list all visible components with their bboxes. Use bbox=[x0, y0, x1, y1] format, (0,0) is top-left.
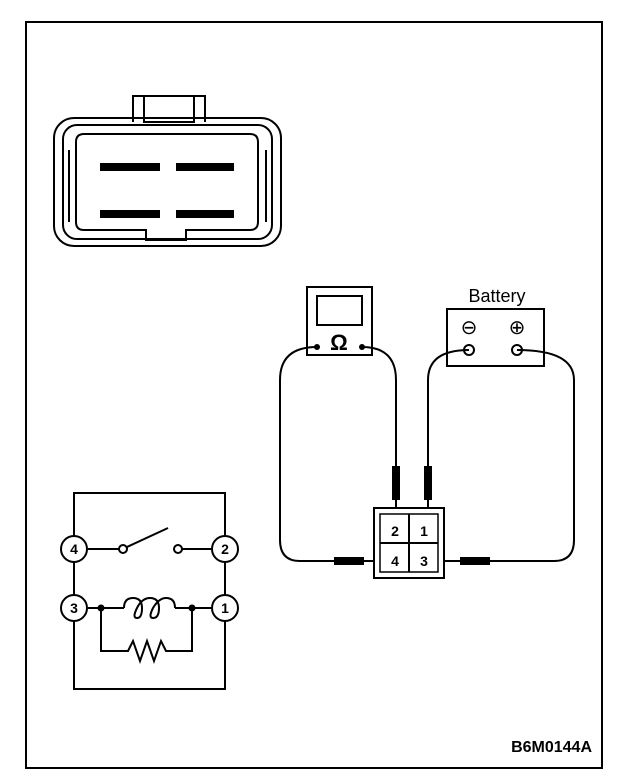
probe-tip bbox=[334, 557, 364, 565]
figure-code: B6M0144A bbox=[511, 739, 592, 756]
schematic-terminal-label: 3 bbox=[70, 600, 78, 616]
schematic-outer-loop bbox=[73, 492, 226, 561]
switch-contact bbox=[118, 544, 128, 554]
schematic-terminal-label: 1 bbox=[221, 600, 229, 616]
test-terminal-label: 2 bbox=[391, 523, 399, 539]
ohmmeter: Ω bbox=[306, 286, 373, 356]
test-terminal-label: 1 bbox=[420, 523, 428, 539]
probe-tips bbox=[334, 466, 490, 565]
connector-terminal bbox=[176, 163, 234, 171]
ohm-symbol: Ω bbox=[330, 330, 348, 355]
schematic-terminal bbox=[211, 594, 239, 622]
relay-connector-face bbox=[53, 95, 282, 247]
connector-terminals bbox=[100, 163, 234, 218]
schematic-outer-loop-bottom bbox=[73, 620, 226, 690]
test-terminal-label: 4 bbox=[391, 553, 399, 569]
switch-blade bbox=[126, 527, 169, 548]
page-frame bbox=[25, 21, 603, 769]
connector-terminal bbox=[176, 210, 234, 218]
junction-dot bbox=[97, 604, 105, 612]
relay-coil bbox=[123, 596, 176, 620]
wire-ohmmeter-to-terminal-4 bbox=[279, 346, 378, 562]
test-connector: 2 1 4 3 bbox=[373, 507, 445, 579]
probe-tip bbox=[460, 557, 490, 565]
battery-positive-symbol: ⊕ bbox=[509, 317, 526, 339]
schematic-terminal bbox=[60, 535, 88, 563]
wire-ohmmeter-to-terminal-2 bbox=[361, 346, 397, 515]
battery-label: Battery bbox=[468, 286, 525, 306]
junction-dot bbox=[188, 604, 196, 612]
connector-mid-shell bbox=[62, 124, 273, 240]
schematic-terminals: 4 2 3 1 bbox=[60, 535, 239, 622]
schematic-terminal bbox=[60, 594, 88, 622]
probe-tip bbox=[424, 466, 432, 500]
test-wiring bbox=[279, 346, 575, 562]
test-terminal-label: 3 bbox=[420, 553, 428, 569]
switch-contact bbox=[173, 544, 183, 554]
schematic-junctions bbox=[97, 604, 196, 612]
connector-outer-shell bbox=[53, 117, 282, 247]
probe-tip bbox=[392, 466, 400, 500]
schematic-terminal-label: 4 bbox=[70, 541, 78, 557]
ohmmeter-display bbox=[316, 295, 363, 326]
schematic-terminal bbox=[211, 535, 239, 563]
battery-negative-symbol: ⊖ bbox=[461, 317, 478, 339]
wire-battery-negative-to-terminal-1 bbox=[427, 349, 470, 515]
schematic-terminal-label: 2 bbox=[221, 541, 229, 557]
battery: Battery ⊖ ⊕ bbox=[446, 286, 545, 367]
wire-battery-positive-to-terminal-3 bbox=[438, 349, 575, 562]
resistor-branch bbox=[100, 608, 193, 665]
battery-body bbox=[446, 308, 545, 367]
connector-terminal bbox=[100, 163, 160, 171]
connector-terminal bbox=[100, 210, 160, 218]
relay-schematic bbox=[73, 492, 226, 690]
test-connector-inner bbox=[379, 513, 439, 573]
connector-inner-body bbox=[75, 133, 259, 241]
